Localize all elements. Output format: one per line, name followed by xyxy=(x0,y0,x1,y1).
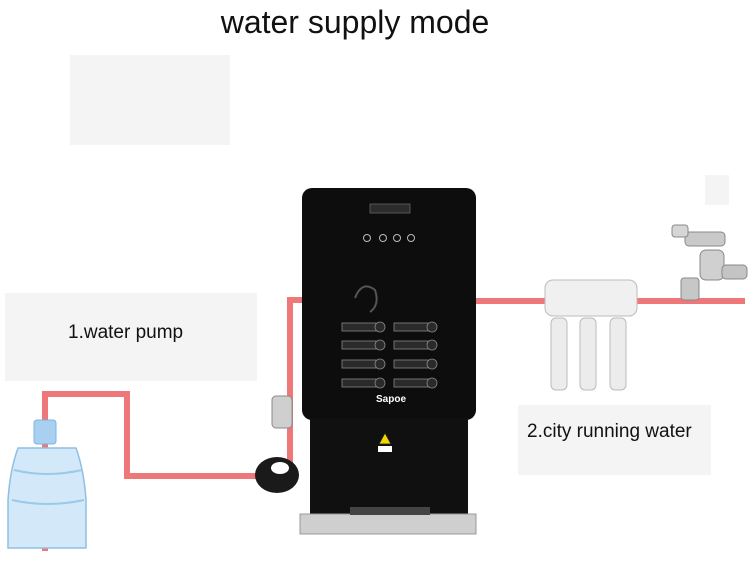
corner-panel xyxy=(705,175,729,205)
pump-pipe xyxy=(42,391,287,551)
brand-label: Sapoe xyxy=(376,394,406,405)
water-pump-label: 1.water pump xyxy=(68,322,184,343)
water-pump-icon xyxy=(255,395,299,493)
coffee-machine: Sapoe xyxy=(299,188,477,535)
placeholder-panel xyxy=(70,55,230,145)
city-water-label-panel xyxy=(518,405,711,475)
water-pump-label-panel xyxy=(5,293,257,381)
diagram-title: water supply mode xyxy=(220,4,490,40)
warning-icon xyxy=(378,432,392,445)
control-buttons xyxy=(363,234,415,242)
water-bottle-icon xyxy=(7,419,87,549)
water-filter-icon xyxy=(544,279,638,391)
faucet-icon xyxy=(671,224,748,301)
machine-inlet-pipe xyxy=(287,297,303,479)
city-water-label: 2.city running water xyxy=(527,421,692,442)
drink-buttons xyxy=(341,321,438,389)
